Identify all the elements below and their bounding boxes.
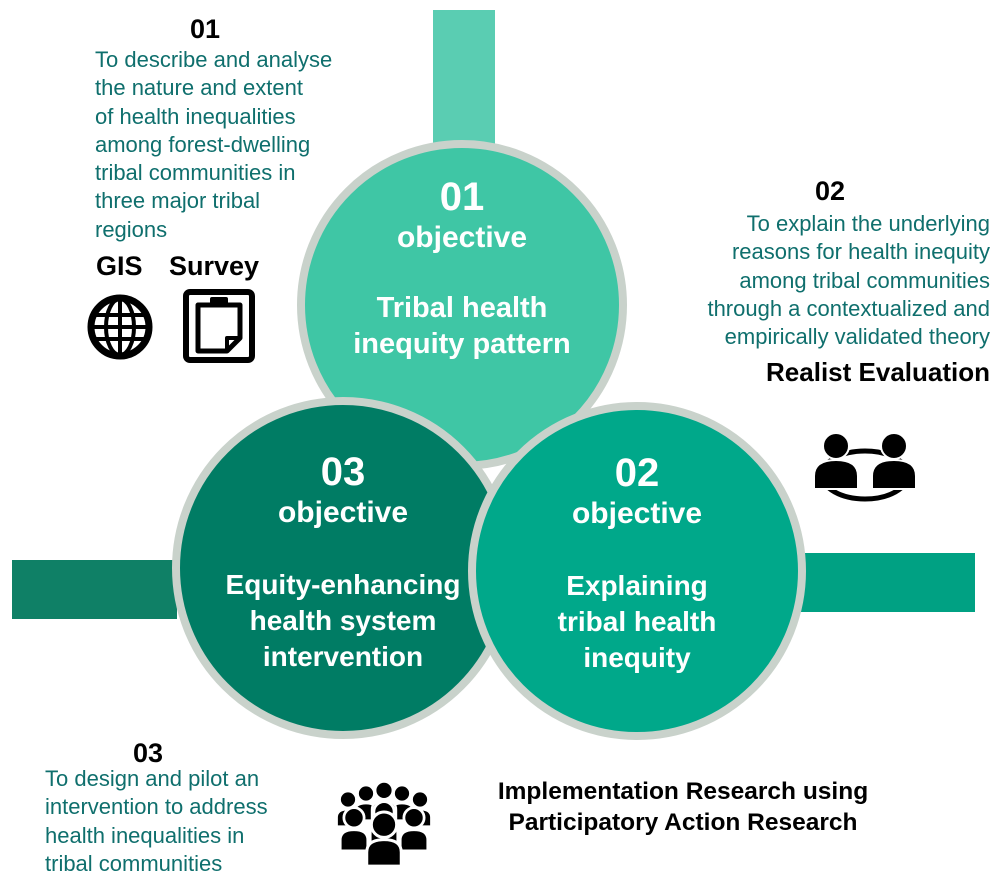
objective-3-description: To design and pilot an intervention to a… [45, 765, 305, 878]
objective-1-number-heading: 01 [190, 14, 221, 44]
circle-2-label: objective [571, 497, 703, 530]
text-line: tribal communities [45, 850, 223, 876]
text-line: three major tribal [95, 188, 261, 214]
text-line: To design and pilot an [45, 766, 260, 791]
text-line: among forest-dwelling [95, 131, 311, 157]
text-line: through a contextualized and [707, 295, 990, 321]
objective-2-number-heading: 02 [815, 176, 846, 206]
text-line: of health inequalities [95, 103, 296, 129]
circle-3-title: Equity-enhancing health system intervent… [226, 567, 461, 675]
bottom-methods-note: Implementation Research using Participat… [463, 776, 903, 838]
connector-bar-right [793, 553, 975, 612]
objective-1-description: To describe and analyse the nature and e… [95, 46, 365, 244]
text-line: Equity-enhancing [225, 569, 461, 600]
text-line: tribal communities in [95, 160, 296, 186]
text-line: regions [95, 216, 168, 242]
survey-clipboard-icon [180, 284, 258, 366]
text-line: health inequalities in [45, 822, 245, 848]
objective-2-description: To explain the underlying reasons for he… [692, 210, 990, 351]
text-line: Tribal health [376, 292, 548, 324]
method-label-gis: GIS [96, 251, 143, 281]
objective-3-number-heading: 03 [133, 738, 164, 768]
text-line: health system [249, 605, 437, 636]
method-label-realist-evaluation: Realist Evaluation [766, 357, 990, 387]
method-label-survey: Survey [169, 251, 260, 281]
text-line: tribal health [557, 606, 717, 637]
text-line: intervention [262, 641, 424, 672]
text-line: empirically validated theory [724, 324, 990, 350]
text-line: inequity pattern [353, 328, 571, 360]
text-line: Explaining [566, 570, 708, 601]
text-line: inequity [583, 642, 691, 673]
text-line: the nature and extent [95, 75, 303, 101]
text-line: To describe and analyse [95, 47, 333, 72]
connector-bar-top [433, 10, 495, 160]
connector-bar-left [12, 560, 177, 619]
text-line: Implementation Research using [497, 778, 869, 805]
text-line: intervention to address [45, 794, 268, 820]
globe-icon [85, 288, 155, 362]
text-line: reasons for health inequity [731, 239, 990, 265]
circle-objective-2: 02 objective Explaining tribal health in… [468, 402, 806, 740]
text-line: Participatory Action Research [508, 809, 858, 836]
circle-objective-3: 03 objective Equity-enhancing health sys… [172, 397, 514, 739]
circle-3-label: objective [277, 496, 409, 529]
community-crowd-icon [326, 770, 442, 867]
circle-2-number: 02 [614, 451, 660, 495]
circle-1-label: objective [396, 221, 528, 254]
circle-1-number: 01 [439, 175, 485, 219]
circle-3-number: 03 [320, 450, 366, 494]
circle-1-title: Tribal health inequity pattern [353, 290, 571, 362]
circle-2-title: Explaining tribal health inequity [558, 568, 717, 676]
two-people-collaboration-icon [806, 426, 924, 506]
text-line: among tribal communities [739, 267, 990, 293]
text-line: To explain the underlying [746, 211, 990, 236]
